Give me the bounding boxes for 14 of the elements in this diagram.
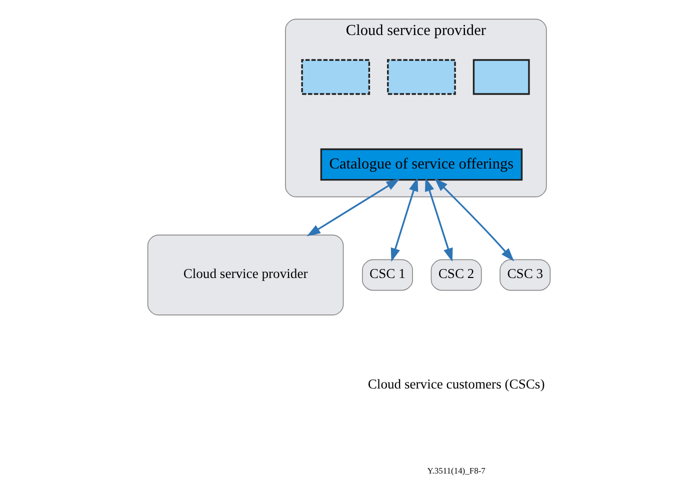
node-box <box>472 58 530 94</box>
node-box <box>386 58 456 94</box>
node-box: Catalogue of service offerings <box>320 148 522 180</box>
node-box: CSC 3 <box>499 258 550 290</box>
node-box: CSC 1 <box>361 258 412 290</box>
arrow <box>306 178 400 236</box>
label: Y.3511(14)_F8-7 <box>426 464 485 475</box>
arrow <box>390 177 418 262</box>
arrow <box>434 178 514 261</box>
node-box: CSC 2 <box>430 258 482 290</box>
node-box: Cloud service provider <box>146 234 344 315</box>
node-box <box>300 58 370 94</box>
label: Cloud service customers (CSCs) <box>367 376 544 392</box>
arrow <box>424 177 452 262</box>
